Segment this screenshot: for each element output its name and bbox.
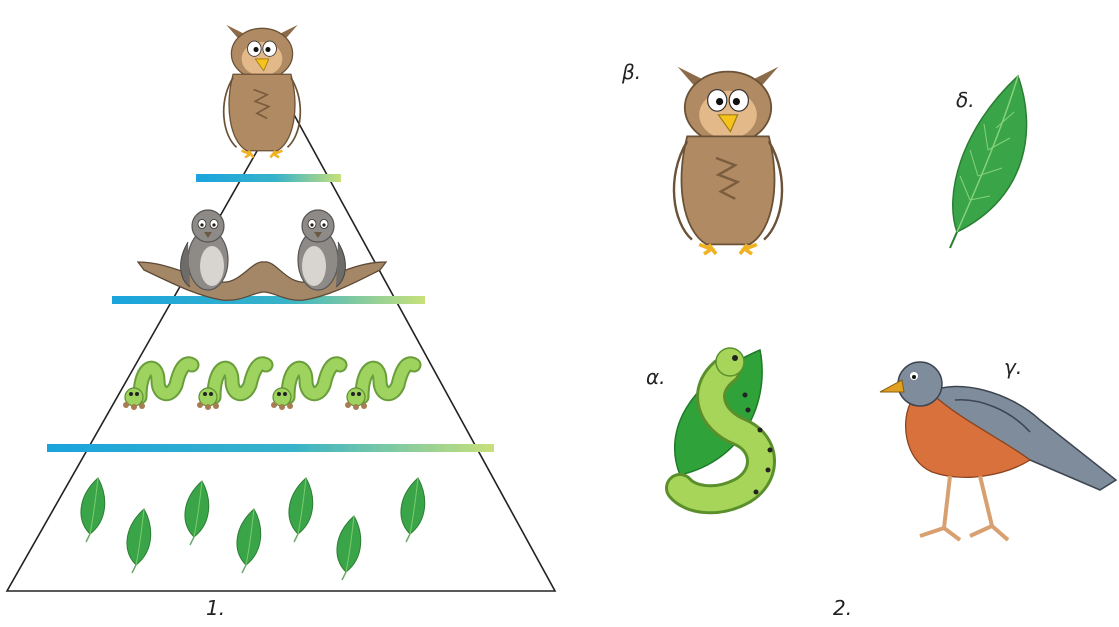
pyramid-bar-3 [47, 444, 494, 452]
leaf-icon [336, 515, 362, 581]
pyramid-sparrows [136, 209, 388, 301]
leaf-icon [949, 74, 1028, 249]
leaf-icon [400, 477, 426, 543]
sparrow-icon [297, 209, 347, 291]
robin-icon [879, 361, 1118, 542]
branch-icon [136, 261, 388, 301]
pyramid-bar-1 [196, 174, 341, 182]
leaf-icon [80, 477, 106, 543]
organism-label-beta: β. [622, 60, 642, 84]
food-pyramid [5, 23, 557, 592]
leaf-icon [184, 480, 210, 546]
caterpillar-on-leaf-icon [665, 347, 776, 515]
pyramid-outline [5, 98, 557, 592]
leaf-icon [288, 477, 314, 543]
figure-1-label: 1. [206, 596, 226, 620]
caterpillar-icon [123, 364, 192, 410]
pyramid-owl-icon [222, 23, 302, 159]
organism-label-gamma: γ. [1004, 355, 1023, 379]
figure-2-label: 2. [833, 596, 853, 620]
owl-icon [672, 64, 784, 256]
caterpillar-icon [271, 364, 340, 410]
organism-set [665, 64, 1118, 542]
organism-label-alpha: α. [646, 365, 666, 389]
caterpillar-icon [197, 364, 266, 410]
leaf-icon [236, 508, 262, 574]
leaf-icon [126, 508, 152, 574]
pyramid-leaves [80, 477, 426, 581]
pyramid-bar-2 [112, 296, 425, 304]
organism-label-delta: δ. [956, 88, 975, 112]
caterpillar-icon [345, 364, 414, 410]
sparrow-icon [179, 209, 229, 291]
pyramid-caterpillars [123, 364, 414, 410]
